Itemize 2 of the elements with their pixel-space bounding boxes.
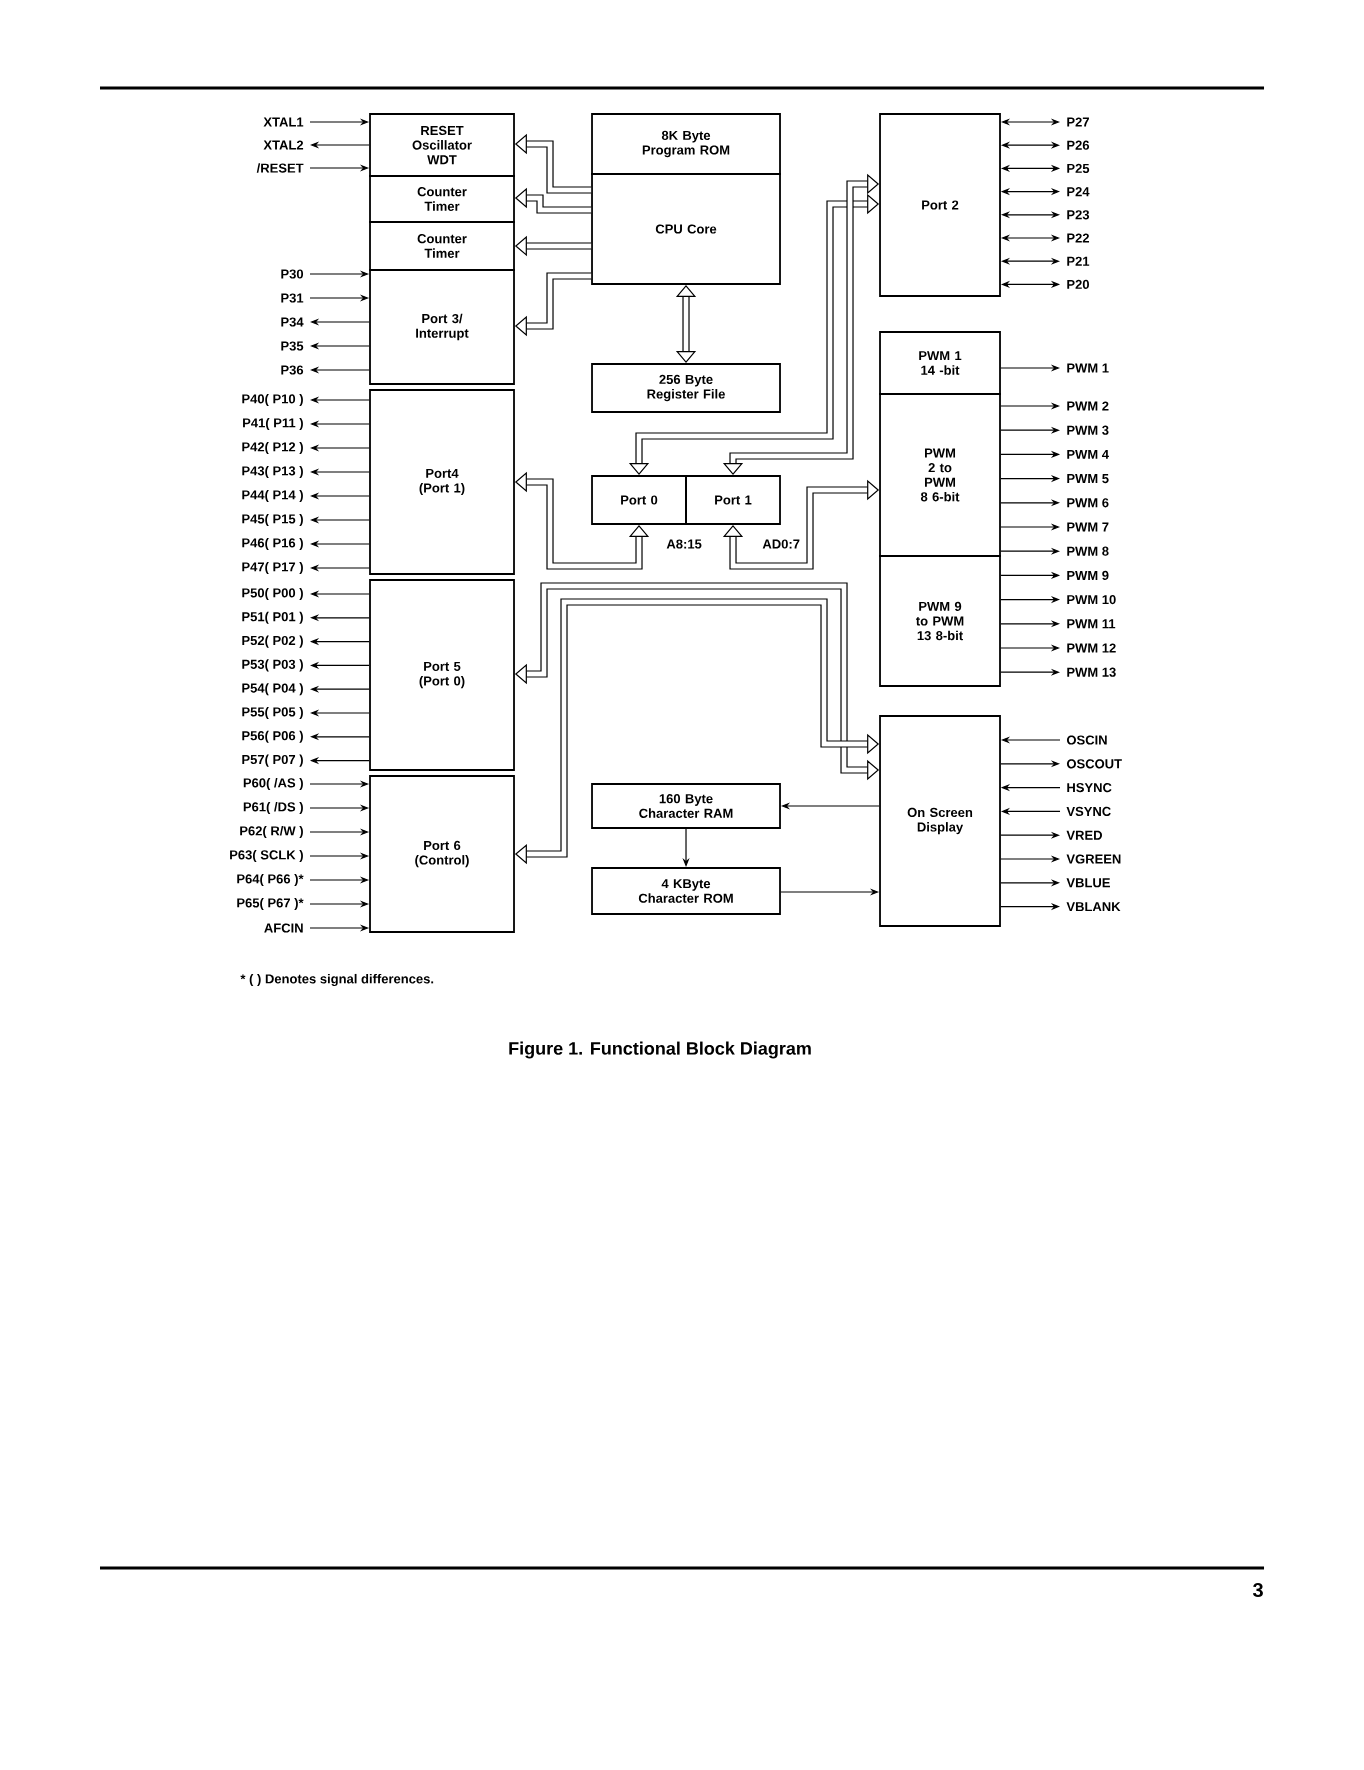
page-number: 3 — [1252, 1582, 1263, 1598]
figure-caption: Figure 1. Functional Block Diagram — [509, 1041, 811, 1059]
